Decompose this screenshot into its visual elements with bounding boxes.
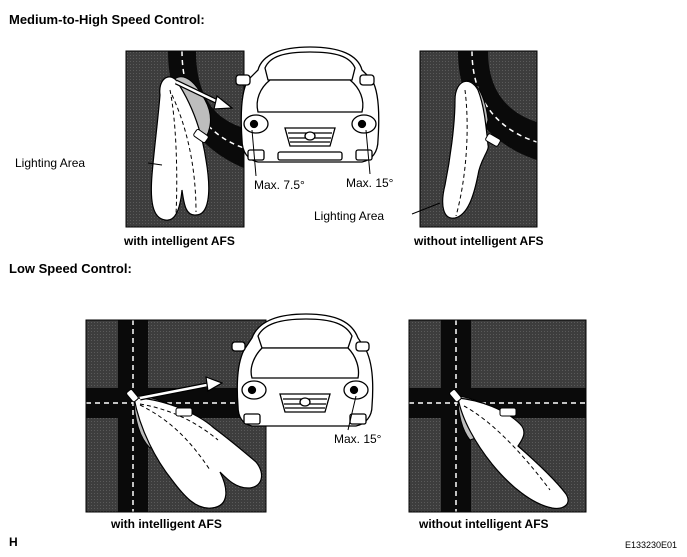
panel-bottom-left [86,320,266,512]
heading-medium-high-speed: Medium-to-High Speed Control: [9,12,205,27]
leader-lighting-right [411,202,441,215]
swivel-arrow-bottom [139,376,224,401]
label-lighting-area-left: Lighting Area [15,156,86,170]
caption-top-left: with intelligent AFS [124,234,235,248]
heading-low-speed: Low Speed Control: [9,261,132,276]
car-front-top [235,46,380,163]
caption-bottom-left: with intelligent AFS [111,517,222,531]
oncoming-car [193,128,209,144]
swivel-arrow-top [174,79,234,110]
label-max-15-top: Max. 15° [346,176,394,190]
panel-top-right [420,51,537,227]
label-lighting-area-right: Lighting Area [314,209,385,223]
label-max-15-bottom: Max. 15° [334,432,382,446]
car-front-bottom [231,313,374,427]
label-max-7-5: Max. 7.5° [254,178,305,192]
caption-bottom-right: without intelligent AFS [419,517,549,531]
panel-bottom-right [409,320,586,512]
figure-id: E133230E01 [625,540,678,550]
corner-letter: H [9,535,18,549]
panel-top-left [126,51,244,227]
caption-top-right: without intelligent AFS [414,234,544,248]
leader-lighting-left [147,162,163,166]
